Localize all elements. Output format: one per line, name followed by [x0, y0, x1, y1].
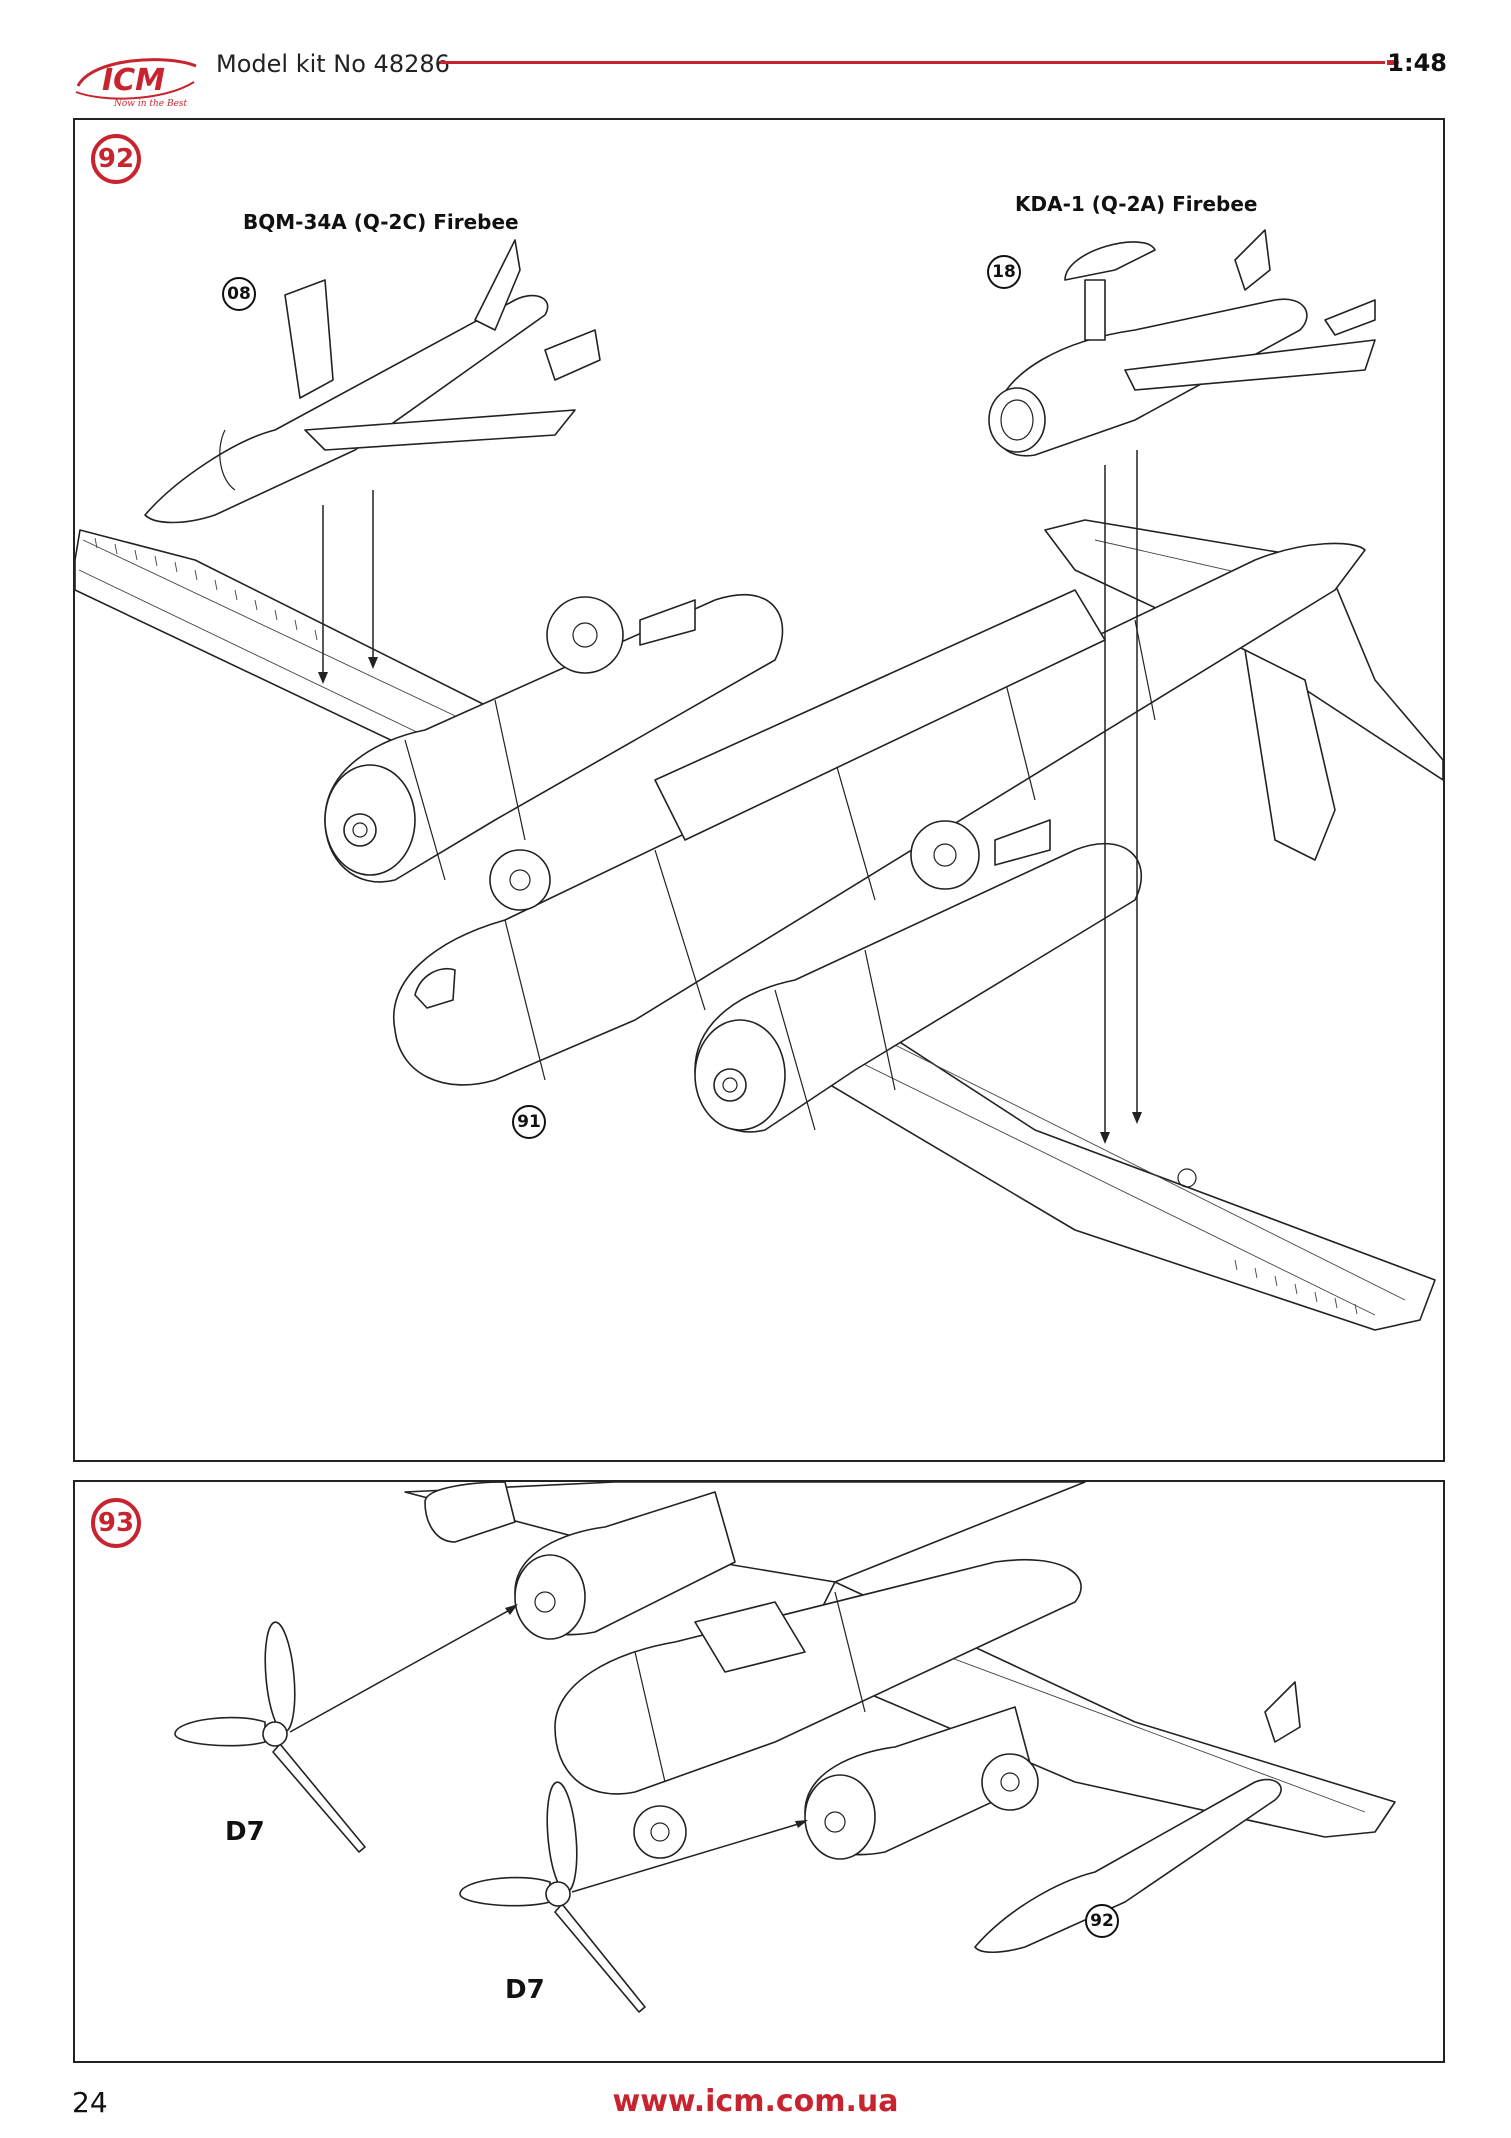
aircraft-fuselage	[554, 1558, 1082, 1795]
right-wing	[804, 999, 1436, 1331]
left-wing	[75, 529, 496, 781]
svg-text:ICM: ICM	[102, 63, 165, 98]
website-link[interactable]: www.icm.com.ua	[612, 2084, 899, 2119]
svg-text:Now in the Best: Now in the Best	[113, 99, 188, 109]
assembly-arrows	[289, 1604, 808, 1893]
drone-bqm-34a	[144, 239, 601, 524]
landing-wheels	[633, 1753, 1039, 1859]
icm-logo: ICM Now in the Best	[72, 52, 202, 110]
assembly-arrows	[318, 450, 1142, 1144]
propeller-part-label: D7	[225, 1817, 265, 1847]
drone-under-wing	[974, 1681, 1301, 1954]
tail-plane	[1044, 519, 1443, 861]
step-92-panel: 92 BQM-34A (Q-2C) Firebee KDA-1 (Q-2A) F…	[73, 118, 1445, 1462]
aircraft-ref: 92	[1085, 1904, 1119, 1938]
propeller-d7-right	[459, 1781, 646, 2013]
step-93-panel: 93 D7 D7 92	[73, 1480, 1445, 2063]
drone-left-ref: 08	[222, 277, 256, 311]
step-number-badge: 92	[91, 134, 141, 184]
drone-kda-1	[988, 229, 1376, 457]
left-engine	[324, 594, 784, 883]
scale-label: 1:48	[1387, 49, 1447, 77]
propeller-d7-left	[174, 1621, 366, 1853]
landing-gear-wheels	[489, 596, 1051, 911]
drone-right-label: KDA-1 (Q-2A) Firebee	[1015, 192, 1258, 216]
page-number: 24	[72, 2086, 108, 2119]
aircraft-ref: 91	[512, 1105, 546, 1139]
propeller-part-label: D7	[505, 1975, 545, 2005]
aircraft-assembly-drawing	[75, 229, 1443, 1331]
kit-title: Model kit No 48286	[216, 50, 450, 78]
drone-right-ref: 18	[987, 255, 1021, 289]
right-engine	[694, 842, 1142, 1133]
aircraft-engines	[424, 1482, 1036, 1860]
propeller-assembly-drawing	[174, 1482, 1396, 2013]
drone-left-label: BQM-34A (Q-2C) Firebee	[243, 210, 519, 234]
step-number-badge: 93	[91, 1498, 141, 1548]
header-rule	[440, 60, 1399, 65]
